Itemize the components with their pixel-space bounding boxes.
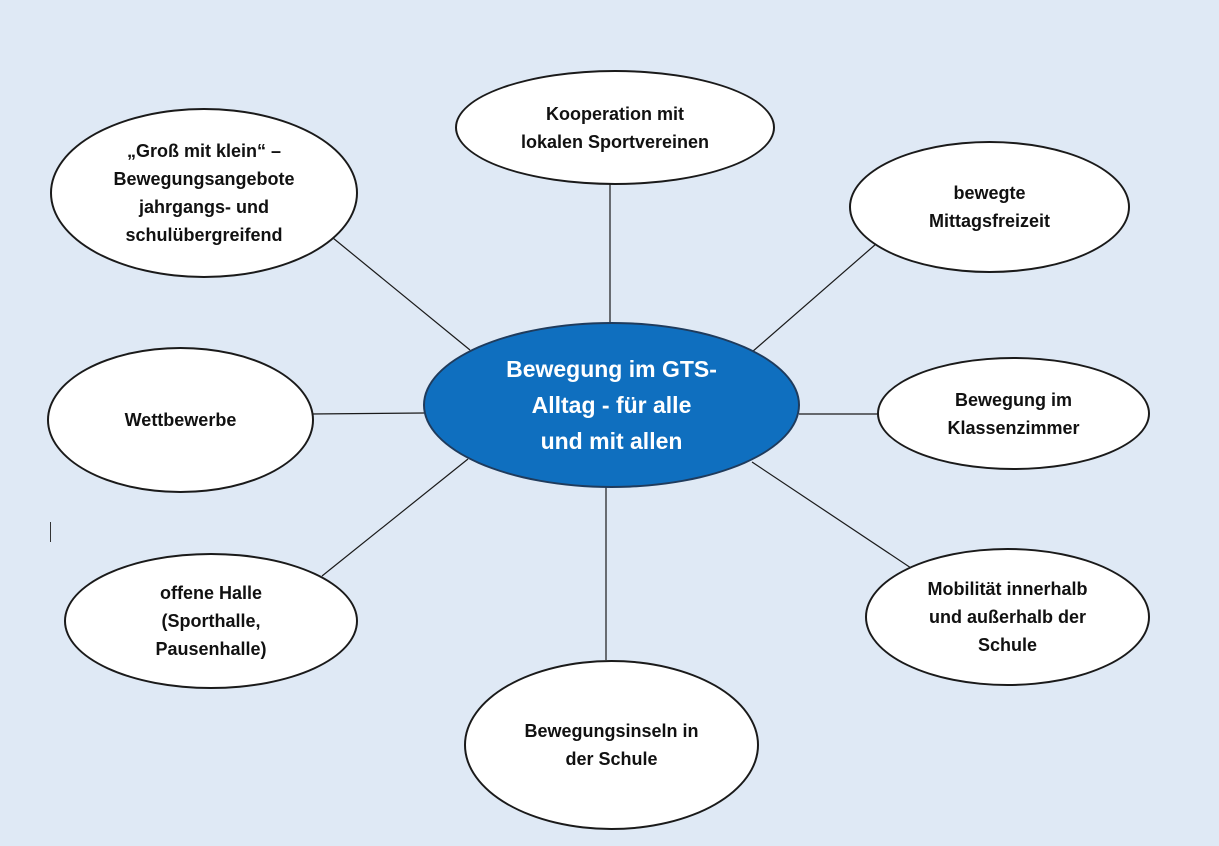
- node-offene-halle-label: offene Halle (Sporthalle, Pausenhalle): [155, 583, 267, 659]
- node-mobilitaet-label: Mobilität innerhalb und außerhalb der Sc…: [927, 579, 1088, 655]
- connector-offene-halle: [321, 458, 469, 577]
- node-wettbewerbe-label: Wettbewerbe: [124, 410, 237, 430]
- node-gross-mit-klein-label: „Groß mit klein“ – Bewegungsangebote jah…: [113, 141, 295, 245]
- connector-mobilitaet: [751, 461, 915, 571]
- center-topic-label: Bewegung im GTS- Alltag - für alle und m…: [506, 356, 717, 454]
- node-kooperation: Kooperation mit lokalen Sportvereinen: [455, 70, 775, 185]
- connector-wettbewerbe: [309, 412, 425, 415]
- node-wettbewerbe: Wettbewerbe: [47, 347, 314, 493]
- node-klassenzimmer: Bewegung im Klassenzimmer: [877, 357, 1150, 470]
- connector-mittagsfreizeit: [751, 243, 877, 353]
- center-topic: Bewegung im GTS- Alltag - für alle und m…: [423, 322, 800, 488]
- node-bewegungsinseln: Bewegungsinseln in der Schule: [464, 660, 759, 830]
- text-cursor: [50, 522, 51, 542]
- node-bewegungsinseln-label: Bewegungsinseln in der Schule: [524, 721, 699, 769]
- node-offene-halle: offene Halle (Sporthalle, Pausenhalle): [64, 553, 358, 689]
- node-kooperation-label: Kooperation mit lokalen Sportvereinen: [520, 103, 710, 152]
- node-mittagsfreizeit-label: bewegte Mittagsfreizeit: [928, 183, 1051, 231]
- connector-gross-mit-klein: [332, 237, 471, 351]
- node-mobilitaet: Mobilität innerhalb und außerhalb der Sc…: [865, 548, 1150, 686]
- node-mittagsfreizeit: bewegte Mittagsfreizeit: [849, 141, 1130, 273]
- node-klassenzimmer-label: Bewegung im Klassenzimmer: [947, 389, 1080, 438]
- node-gross-mit-klein: „Groß mit klein“ – Bewegungsangebote jah…: [50, 108, 358, 278]
